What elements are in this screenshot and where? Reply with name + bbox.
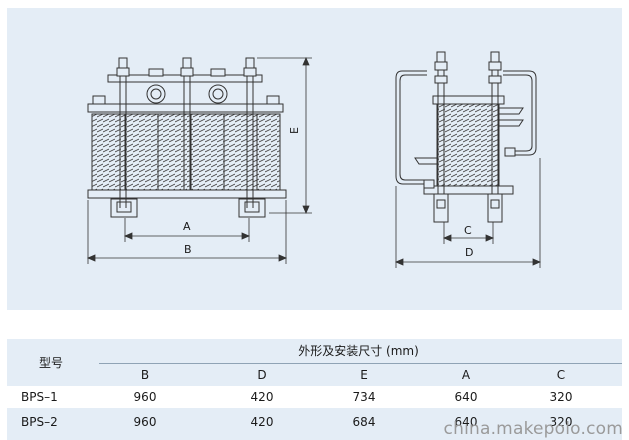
value-cell: 960 xyxy=(133,390,157,404)
label-B: B xyxy=(184,243,192,256)
col-header-D: D xyxy=(257,368,267,382)
value-cell: 320 xyxy=(549,390,573,404)
dimension-group-header: 外形及安装尺寸 (mm) xyxy=(298,344,419,358)
side-view xyxy=(395,51,537,223)
col-header-E: E xyxy=(360,368,368,382)
model-cell: BPS–1 xyxy=(21,390,58,404)
front-dimensions xyxy=(86,56,312,264)
table-row: BPS–2 960 420 684 640 320 xyxy=(7,411,622,433)
table-row: BPS–1 960 420 734 640 320 xyxy=(7,386,622,408)
value-cell: 420 xyxy=(250,390,274,404)
value-cell: 420 xyxy=(250,415,274,429)
col-header-A: A xyxy=(461,368,471,382)
value-cell: 960 xyxy=(133,415,157,429)
col-header-B: B xyxy=(140,368,150,382)
model-cell: BPS–2 xyxy=(21,415,58,429)
label-C: C xyxy=(464,224,472,237)
model-header: 型号 xyxy=(38,355,63,370)
dimension-table: 型号 外形及安装尺寸 (mm) B D E A C BPS–1 960 420 … xyxy=(7,339,622,440)
value-cell: 640 xyxy=(454,415,478,429)
header-divider xyxy=(99,363,622,364)
watermark: china.makepolo.com xyxy=(443,419,623,439)
value-cell: 734 xyxy=(352,390,376,404)
drawing-svg: E A B xyxy=(86,51,542,268)
technical-drawing: E A B xyxy=(7,8,622,310)
side-dimensions xyxy=(394,158,542,268)
value-cell: 320 xyxy=(549,415,573,429)
label-E: E xyxy=(288,127,301,134)
front-view xyxy=(87,57,287,218)
col-header-C: C xyxy=(556,368,566,382)
value-cell: 684 xyxy=(352,415,376,429)
label-D: D xyxy=(465,246,473,259)
label-A: A xyxy=(183,220,191,233)
column-headers: B D E A C xyxy=(95,365,622,385)
value-cell: 640 xyxy=(454,390,478,404)
